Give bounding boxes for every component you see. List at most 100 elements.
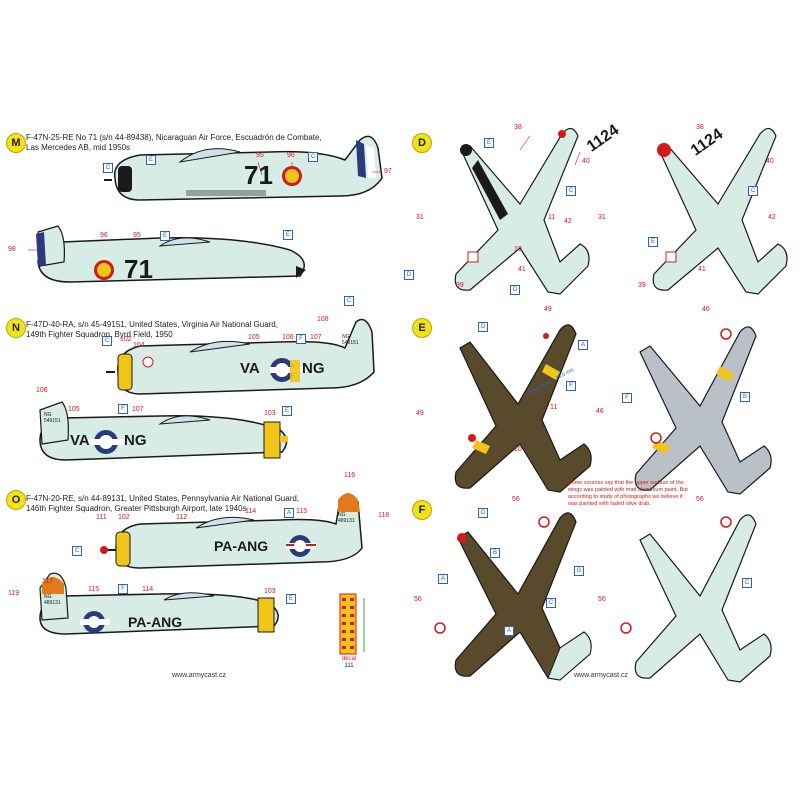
callout-d-31: 31	[416, 214, 424, 221]
profile-n-code-right-bottom: NG	[124, 432, 147, 449]
callout-n-107: 107	[310, 334, 322, 341]
callout-f-56c: 56	[696, 496, 704, 503]
callout-n-104: 104	[133, 342, 145, 349]
box-d-d1: D	[404, 270, 414, 280]
callout-n-106: 106	[282, 334, 294, 341]
callout-o-116: 116	[344, 472, 356, 479]
profile-n-code-left-top: VA	[240, 360, 260, 377]
profile-m-letter: M	[6, 133, 26, 153]
box-f-n1: F	[296, 334, 306, 344]
callout-e-46: 46	[702, 306, 710, 313]
profile-n-caption: F-47D-40-RA, s/n 45-49151, United States…	[26, 320, 386, 340]
profile-n-code-left-bottom: VA	[70, 432, 90, 449]
box-f-e1: F	[566, 381, 576, 391]
callout-m-95: 95	[256, 152, 264, 159]
box-a-o1: A	[284, 508, 294, 518]
callout-d-42: 42	[564, 218, 572, 225]
decal-label: decal 111	[337, 656, 361, 670]
box-e-d1: E	[484, 138, 494, 148]
box-c-n1: C	[344, 296, 354, 306]
box-d-e1: D	[478, 322, 488, 332]
profile-o-top	[100, 493, 363, 569]
box-c-f1: C	[546, 598, 556, 608]
callout-f-56b: 56	[414, 596, 422, 603]
decal-strip	[339, 593, 365, 655]
profile-n-tail-number-top: NG 549151	[342, 334, 359, 346]
planform-d-letter: D	[412, 133, 432, 153]
planform-d-left	[454, 127, 590, 295]
callout-d-40b: 40	[766, 158, 774, 165]
callout-d-38: 38	[514, 124, 522, 131]
profile-n-code-right-top: NG	[302, 360, 325, 377]
box-e-d2: E	[648, 237, 658, 247]
profile-n-top	[106, 318, 375, 395]
callout-o-114: 114	[245, 508, 257, 515]
callout-n-108: 108	[317, 316, 329, 323]
callout-d-41: 41	[518, 266, 526, 273]
callout-d-10: 10	[514, 246, 522, 253]
website-left: www.armycast.cz	[172, 672, 227, 679]
box-e-m2: E	[160, 231, 170, 241]
callout-e-10: 10	[514, 446, 522, 453]
callout-e-46b: 46	[596, 408, 604, 415]
callout-n-107b: 107	[132, 406, 144, 413]
box-f-o1: F	[118, 584, 128, 594]
planform-f-left	[434, 512, 592, 681]
box-e-m3: E	[283, 230, 293, 240]
profile-m-code-top: 71	[244, 160, 273, 190]
box-d-d2: D	[510, 285, 520, 295]
profile-o-caption-line1: F-47N-20-RE, s/n 44-89131, United States…	[26, 494, 300, 503]
profile-o-caption: F-47N-20-RE, s/n 44-89131, United States…	[26, 494, 386, 514]
box-c-n2: C	[102, 336, 112, 346]
profile-o-tail-number-bottom: NG 489131	[44, 594, 61, 606]
profile-n-tail-number-bottom: NG 549151	[44, 412, 61, 424]
box-e-n1: E	[282, 406, 292, 416]
box-a-f2: A	[504, 626, 514, 636]
box-a-e1: A	[578, 340, 588, 350]
planform-f-note: Some sources say that the upper surface …	[568, 480, 688, 507]
box-c-m1: C	[103, 163, 113, 173]
planform-e-left	[454, 324, 592, 493]
profile-o-code-top: PA-ANG	[214, 538, 269, 554]
profile-o-code-bottom: PA-ANG	[128, 614, 183, 630]
callout-o-112: 112	[176, 514, 188, 521]
callout-n-102: 102	[120, 336, 132, 343]
profile-o-tail-number-top: NG 489131	[338, 512, 355, 524]
callout-o-103: 103	[264, 588, 276, 595]
box-d-f1: D	[478, 508, 488, 518]
planform-f-right	[620, 514, 772, 683]
callout-e-49b: 49	[416, 410, 424, 417]
callout-d-38b: 38	[696, 124, 704, 131]
profile-n-bottom	[39, 401, 288, 461]
callout-d-11: 11	[548, 214, 556, 221]
box-e-o1: E	[286, 594, 296, 604]
callout-f-56d: 56	[598, 596, 606, 603]
callout-d-39: 39	[456, 282, 464, 289]
decal-number: 111	[344, 663, 354, 669]
planform-e-right	[634, 326, 772, 495]
callout-d-41b: 41	[698, 266, 706, 273]
profile-n-caption-line2: 149th Fighter Squadron, Byrd Field, 1950	[26, 330, 173, 339]
website-right: www.armycast.cz	[574, 672, 629, 679]
box-c-o1: C	[72, 546, 82, 556]
box-b-f1: B	[490, 548, 500, 558]
box-e-m1: E	[146, 155, 156, 165]
profile-o-caption-line2: 146th Fighter Squadron, Greater Pittsbur…	[26, 504, 247, 513]
profile-m-bottom	[36, 225, 306, 283]
profile-m-top	[104, 135, 383, 201]
callout-n-106b: 106	[36, 387, 48, 394]
box-c-m2: C	[308, 152, 318, 162]
callout-n-105: 105	[248, 334, 260, 341]
profile-m-code-bottom: 71	[124, 254, 153, 284]
profile-o-bottom	[39, 572, 279, 635]
callout-e-11: 11	[550, 404, 558, 411]
callout-o-115b: 115	[88, 586, 100, 593]
callout-o-119: 119	[8, 590, 20, 597]
planform-e-letter: E	[412, 318, 432, 338]
box-f-e2: F	[622, 393, 632, 403]
profile-m-caption: F-47N-25-RE No 71 (s/n 44-89438), Nicara…	[26, 133, 386, 153]
callout-d-39b: 39	[638, 282, 646, 289]
planform-d-right	[652, 127, 788, 295]
